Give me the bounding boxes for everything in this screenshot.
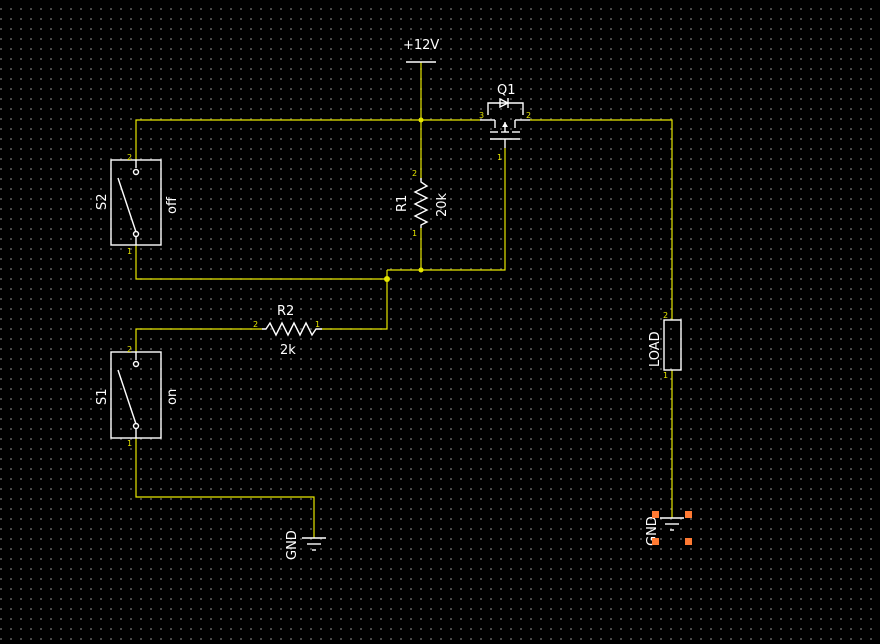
power-supply[interactable]: +12V <box>403 38 439 63</box>
transistor-q1[interactable]: Q1 3 2 1 <box>479 83 531 162</box>
r2-ref: R2 <box>277 304 294 319</box>
s1-state: on <box>165 389 180 405</box>
r1-ref: R1 <box>395 195 410 212</box>
selection-handle-br[interactable] <box>685 538 692 545</box>
resistor-r2[interactable]: 2 1 R2 2k <box>253 304 322 358</box>
switch-s2[interactable]: 2 1 S2 off <box>95 153 180 256</box>
r1-value: 20k <box>435 192 450 217</box>
r1-pin-2: 2 <box>412 169 417 178</box>
s1-pin-1: 1 <box>127 439 132 448</box>
wire-s1-gnd[interactable] <box>135 438 315 538</box>
junction-r1-gate <box>418 267 424 273</box>
junction-main <box>384 276 390 282</box>
s2-pin-2: 2 <box>127 153 132 162</box>
switch-s1[interactable]: 2 1 S1 on <box>95 345 180 448</box>
supply-label: +12V <box>403 38 439 53</box>
selection-handle-tr[interactable] <box>685 511 692 518</box>
q1-ref: Q1 <box>497 83 516 98</box>
q1-pin-3: 3 <box>479 111 484 120</box>
s2-ref: S2 <box>95 193 110 210</box>
wire-gate[interactable] <box>387 148 506 271</box>
s2-pin-1: 1 <box>127 247 132 256</box>
ground-2[interactable]: GND <box>645 511 692 546</box>
wire-s2-bottom[interactable] <box>135 245 387 280</box>
r2-pin-2: 2 <box>253 320 258 329</box>
r2-value: 2k <box>280 343 296 358</box>
selection-handle-bl[interactable] <box>652 538 659 545</box>
q1-pin-2: 2 <box>526 111 531 120</box>
wires <box>135 62 673 538</box>
wire-junction-r2[interactable] <box>322 270 388 330</box>
junction-top <box>418 117 424 123</box>
s2-state: off <box>165 196 180 214</box>
r1-pin-1: 1 <box>412 229 417 238</box>
resistor-r1[interactable]: 2 1 R1 20k <box>395 169 450 238</box>
load[interactable]: 2 1 LOAD <box>648 311 682 380</box>
wire-top-left[interactable] <box>135 119 480 160</box>
s1-ref: S1 <box>95 388 110 405</box>
s1-pin-2: 2 <box>127 345 132 354</box>
gnd-1-label: GND <box>285 530 300 560</box>
wire-r2-s1[interactable] <box>135 328 262 352</box>
wire-q1-load[interactable] <box>530 119 673 320</box>
r2-pin-1: 1 <box>315 320 320 329</box>
selection-handle-tl[interactable] <box>652 511 659 518</box>
load-label: LOAD <box>648 331 663 367</box>
load-pin-1: 1 <box>663 371 668 380</box>
ground-1[interactable]: GND <box>285 530 326 560</box>
q1-pin-1: 1 <box>497 153 502 162</box>
load-pin-2: 2 <box>663 311 668 320</box>
